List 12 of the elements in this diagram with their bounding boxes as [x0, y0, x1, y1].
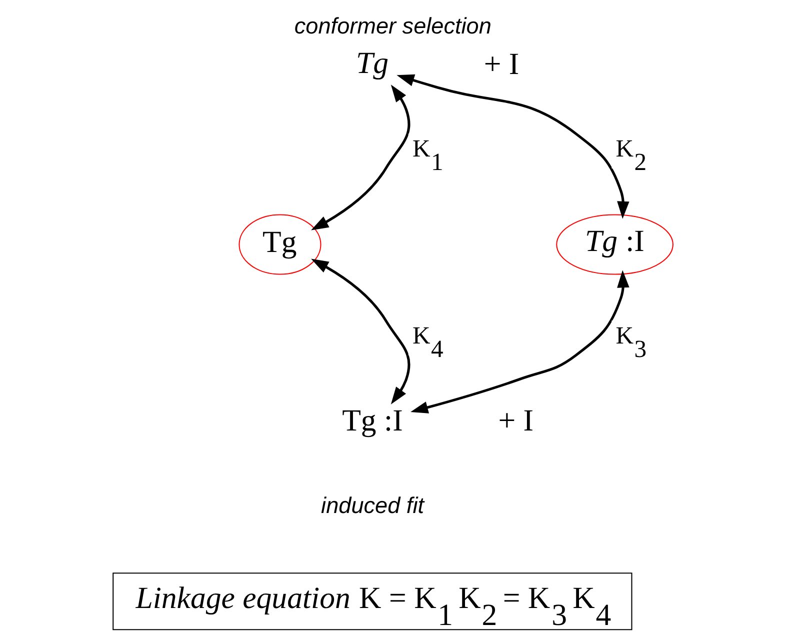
node-text: Tg :I	[342, 403, 402, 438]
arrow	[410, 270, 629, 414]
arrow	[396, 74, 629, 219]
label: induced fit	[320, 493, 424, 518]
node-text: Tg	[355, 46, 388, 80]
node-ellipse: Tg :I	[556, 214, 673, 275]
diagram-title: conformer selection	[294, 14, 491, 39]
label: + I	[498, 403, 534, 438]
label: + I	[483, 47, 519, 82]
arrow	[310, 84, 410, 230]
arrow	[310, 258, 410, 404]
node-ellipse: Tg	[238, 214, 321, 275]
